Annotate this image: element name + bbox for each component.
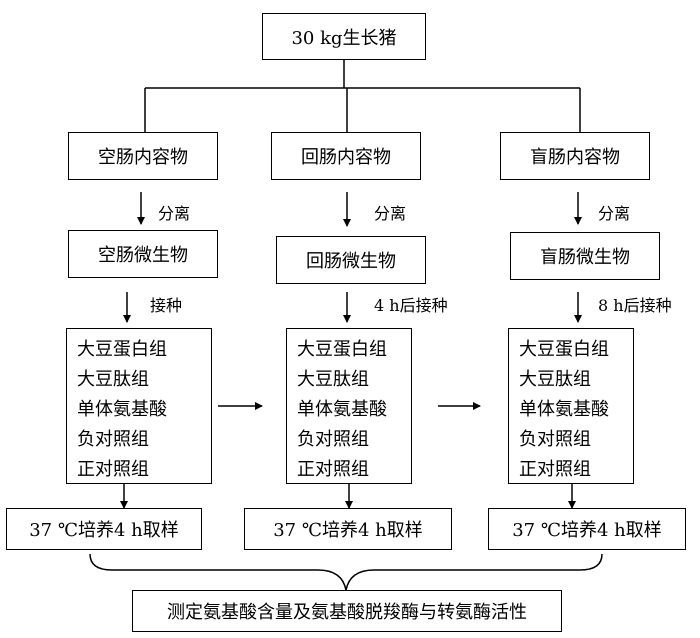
microbe-label: 盲肠微生物	[540, 247, 630, 268]
inoculate-label: 8 h后接种	[598, 296, 672, 315]
group-item: 正对照组	[297, 459, 369, 480]
inoculate-label: 4 h后接种	[374, 296, 448, 315]
content-label: 回肠内容物	[301, 147, 391, 168]
separate-label: 分离	[158, 204, 191, 223]
content-label: 盲肠内容物	[530, 147, 620, 168]
microbe-box-cecum: 盲肠微生物	[510, 232, 660, 280]
inoculate-label: 接种	[150, 296, 183, 315]
content-box-ileum: 回肠内容物	[271, 132, 421, 180]
content-box-jejunum: 空肠内容物	[68, 132, 218, 180]
group-box-cecum: 大豆蛋白组 大豆肽组 单体氨基酸 负对照组 正对照组	[508, 328, 634, 484]
microbe-box-jejunum: 空肠微生物	[68, 230, 218, 278]
group-item: 单体氨基酸	[297, 399, 387, 420]
group-box-ileum: 大豆蛋白组 大豆肽组 单体氨基酸 负对照组 正对照组	[286, 328, 412, 484]
content-box-cecum: 盲肠内容物	[500, 132, 650, 180]
group-item: 大豆肽组	[297, 369, 369, 390]
group-item: 正对照组	[519, 459, 591, 480]
group-box-jejunum: 大豆蛋白组 大豆肽组 单体氨基酸 负对照组 正对照组	[66, 328, 212, 484]
culture-label: 37 ℃培养4 h取样	[512, 520, 662, 541]
root-box: 30 kg生长猪	[262, 13, 426, 60]
separate-label: 分离	[374, 204, 407, 223]
culture-box-cecum: 37 ℃培养4 h取样	[488, 508, 686, 550]
group-item: 负对照组	[297, 429, 369, 450]
group-item: 大豆肽组	[77, 369, 149, 390]
culture-label: 37 ℃培养4 h取样	[29, 520, 179, 541]
culture-box-jejunum: 37 ℃培养4 h取样	[6, 508, 202, 550]
group-item: 大豆肽组	[519, 369, 591, 390]
content-label: 空肠内容物	[98, 147, 188, 168]
separate-label: 分离	[598, 204, 631, 223]
measurement-label: 测定氨基酸含量及氨基酸脱羧酶与转氨酶活性	[167, 602, 527, 623]
microbe-label: 空肠微生物	[98, 245, 188, 266]
group-item: 正对照组	[77, 459, 149, 480]
group-item: 大豆蛋白组	[519, 339, 609, 360]
microbe-box-ileum: 回肠微生物	[276, 236, 426, 284]
culture-label: 37 ℃培养4 h取样	[273, 520, 423, 541]
group-item: 负对照组	[77, 429, 149, 450]
root-label: 30 kg生长猪	[291, 27, 397, 49]
group-item: 大豆蛋白组	[297, 339, 387, 360]
microbe-label: 回肠微生物	[306, 251, 396, 272]
group-item: 单体氨基酸	[77, 399, 167, 420]
measurement-box: 测定氨基酸含量及氨基酸脱羧酶与转氨酶活性	[132, 590, 562, 632]
group-item: 负对照组	[519, 429, 591, 450]
group-item: 大豆蛋白组	[77, 339, 167, 360]
group-item: 单体氨基酸	[519, 399, 609, 420]
culture-box-ileum: 37 ℃培养4 h取样	[244, 508, 452, 550]
